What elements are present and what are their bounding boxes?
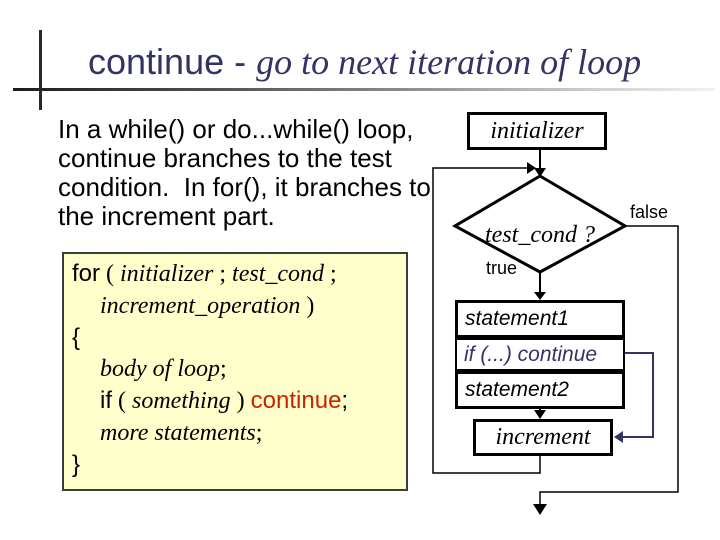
title-description: go to next iteration of loop (256, 42, 642, 82)
code-line-5: if ( something ) continue; (72, 385, 406, 417)
continue-branch-line (623, 352, 654, 438)
loop-back-arrowhead (527, 162, 536, 174)
true-branch-label: true (486, 258, 518, 278)
code-line-4: body of loop; (72, 353, 406, 385)
loop-exit-arrowhead (533, 504, 547, 515)
intro-line: In a while() or do...while() loop, (58, 114, 414, 144)
intro-line: the increment part. (58, 201, 275, 231)
code-body-of-loop: body of loop (100, 356, 220, 382)
code-semicolon: ; (220, 356, 227, 382)
code-initializer: initializer (120, 261, 214, 287)
false-branch-label: false (630, 202, 669, 222)
true-branch-arrowhead (534, 292, 546, 300)
code-semicolon: ; (213, 261, 233, 287)
intro-paragraph: In a while() or do...while() loop, conti… (58, 115, 431, 231)
code-if-keyword: if (100, 387, 112, 414)
code-increment-operation: increment_operation (100, 293, 301, 319)
code-line-6: more statements; (72, 417, 406, 449)
code-continue-keyword: continue (250, 387, 342, 414)
code-paren: ) (230, 388, 251, 414)
flowchart-increment-box: increment (473, 419, 613, 456)
flowchart-if-continue-box: if (...) continue (455, 338, 625, 371)
code-semicolon: ; (341, 387, 349, 414)
title-keyword: continue - (88, 41, 257, 82)
intro-line: condition. In for(), it branches to (58, 172, 431, 202)
code-semicolon: ; (324, 261, 337, 287)
page-title: continue - go to next iteration of loop (88, 41, 642, 83)
title-underline-gradient (13, 88, 715, 91)
intro-line: continue branches to the test (58, 143, 392, 173)
diamond-in-arrowhead (534, 168, 546, 177)
code-paren: ( (100, 261, 121, 287)
code-box: for ( initializer ; test_cond ; incremen… (62, 252, 408, 491)
code-paren: ) (300, 293, 315, 319)
code-for-keyword: for (72, 260, 101, 287)
code-test-cond: test_cond (232, 261, 325, 287)
code-line-2: increment_operation ) (72, 290, 406, 322)
code-something: something (132, 388, 231, 414)
code-open-brace: { (72, 324, 81, 351)
code-line-1: for ( initializer ; test_cond ; (72, 258, 406, 290)
stack-to-increment-arrowhead (534, 410, 546, 419)
flowchart-initializer-box: initializer (467, 112, 607, 150)
flowchart-statement1-box: statement1 (455, 300, 625, 338)
code-paren: ( (112, 388, 132, 414)
flowchart-statement2-box: statement2 (455, 371, 625, 409)
code-close-brace: } (72, 451, 81, 478)
continue-branch-arrowhead (614, 431, 623, 443)
code-line-3: { (72, 322, 406, 353)
flowchart-test-cond-label: test_cond ? (485, 222, 595, 248)
code-semicolon: ; (255, 420, 263, 446)
left-vertical-rule (39, 30, 42, 110)
code-more-statements: more statements (100, 420, 256, 446)
code-line-7: } (72, 449, 406, 480)
